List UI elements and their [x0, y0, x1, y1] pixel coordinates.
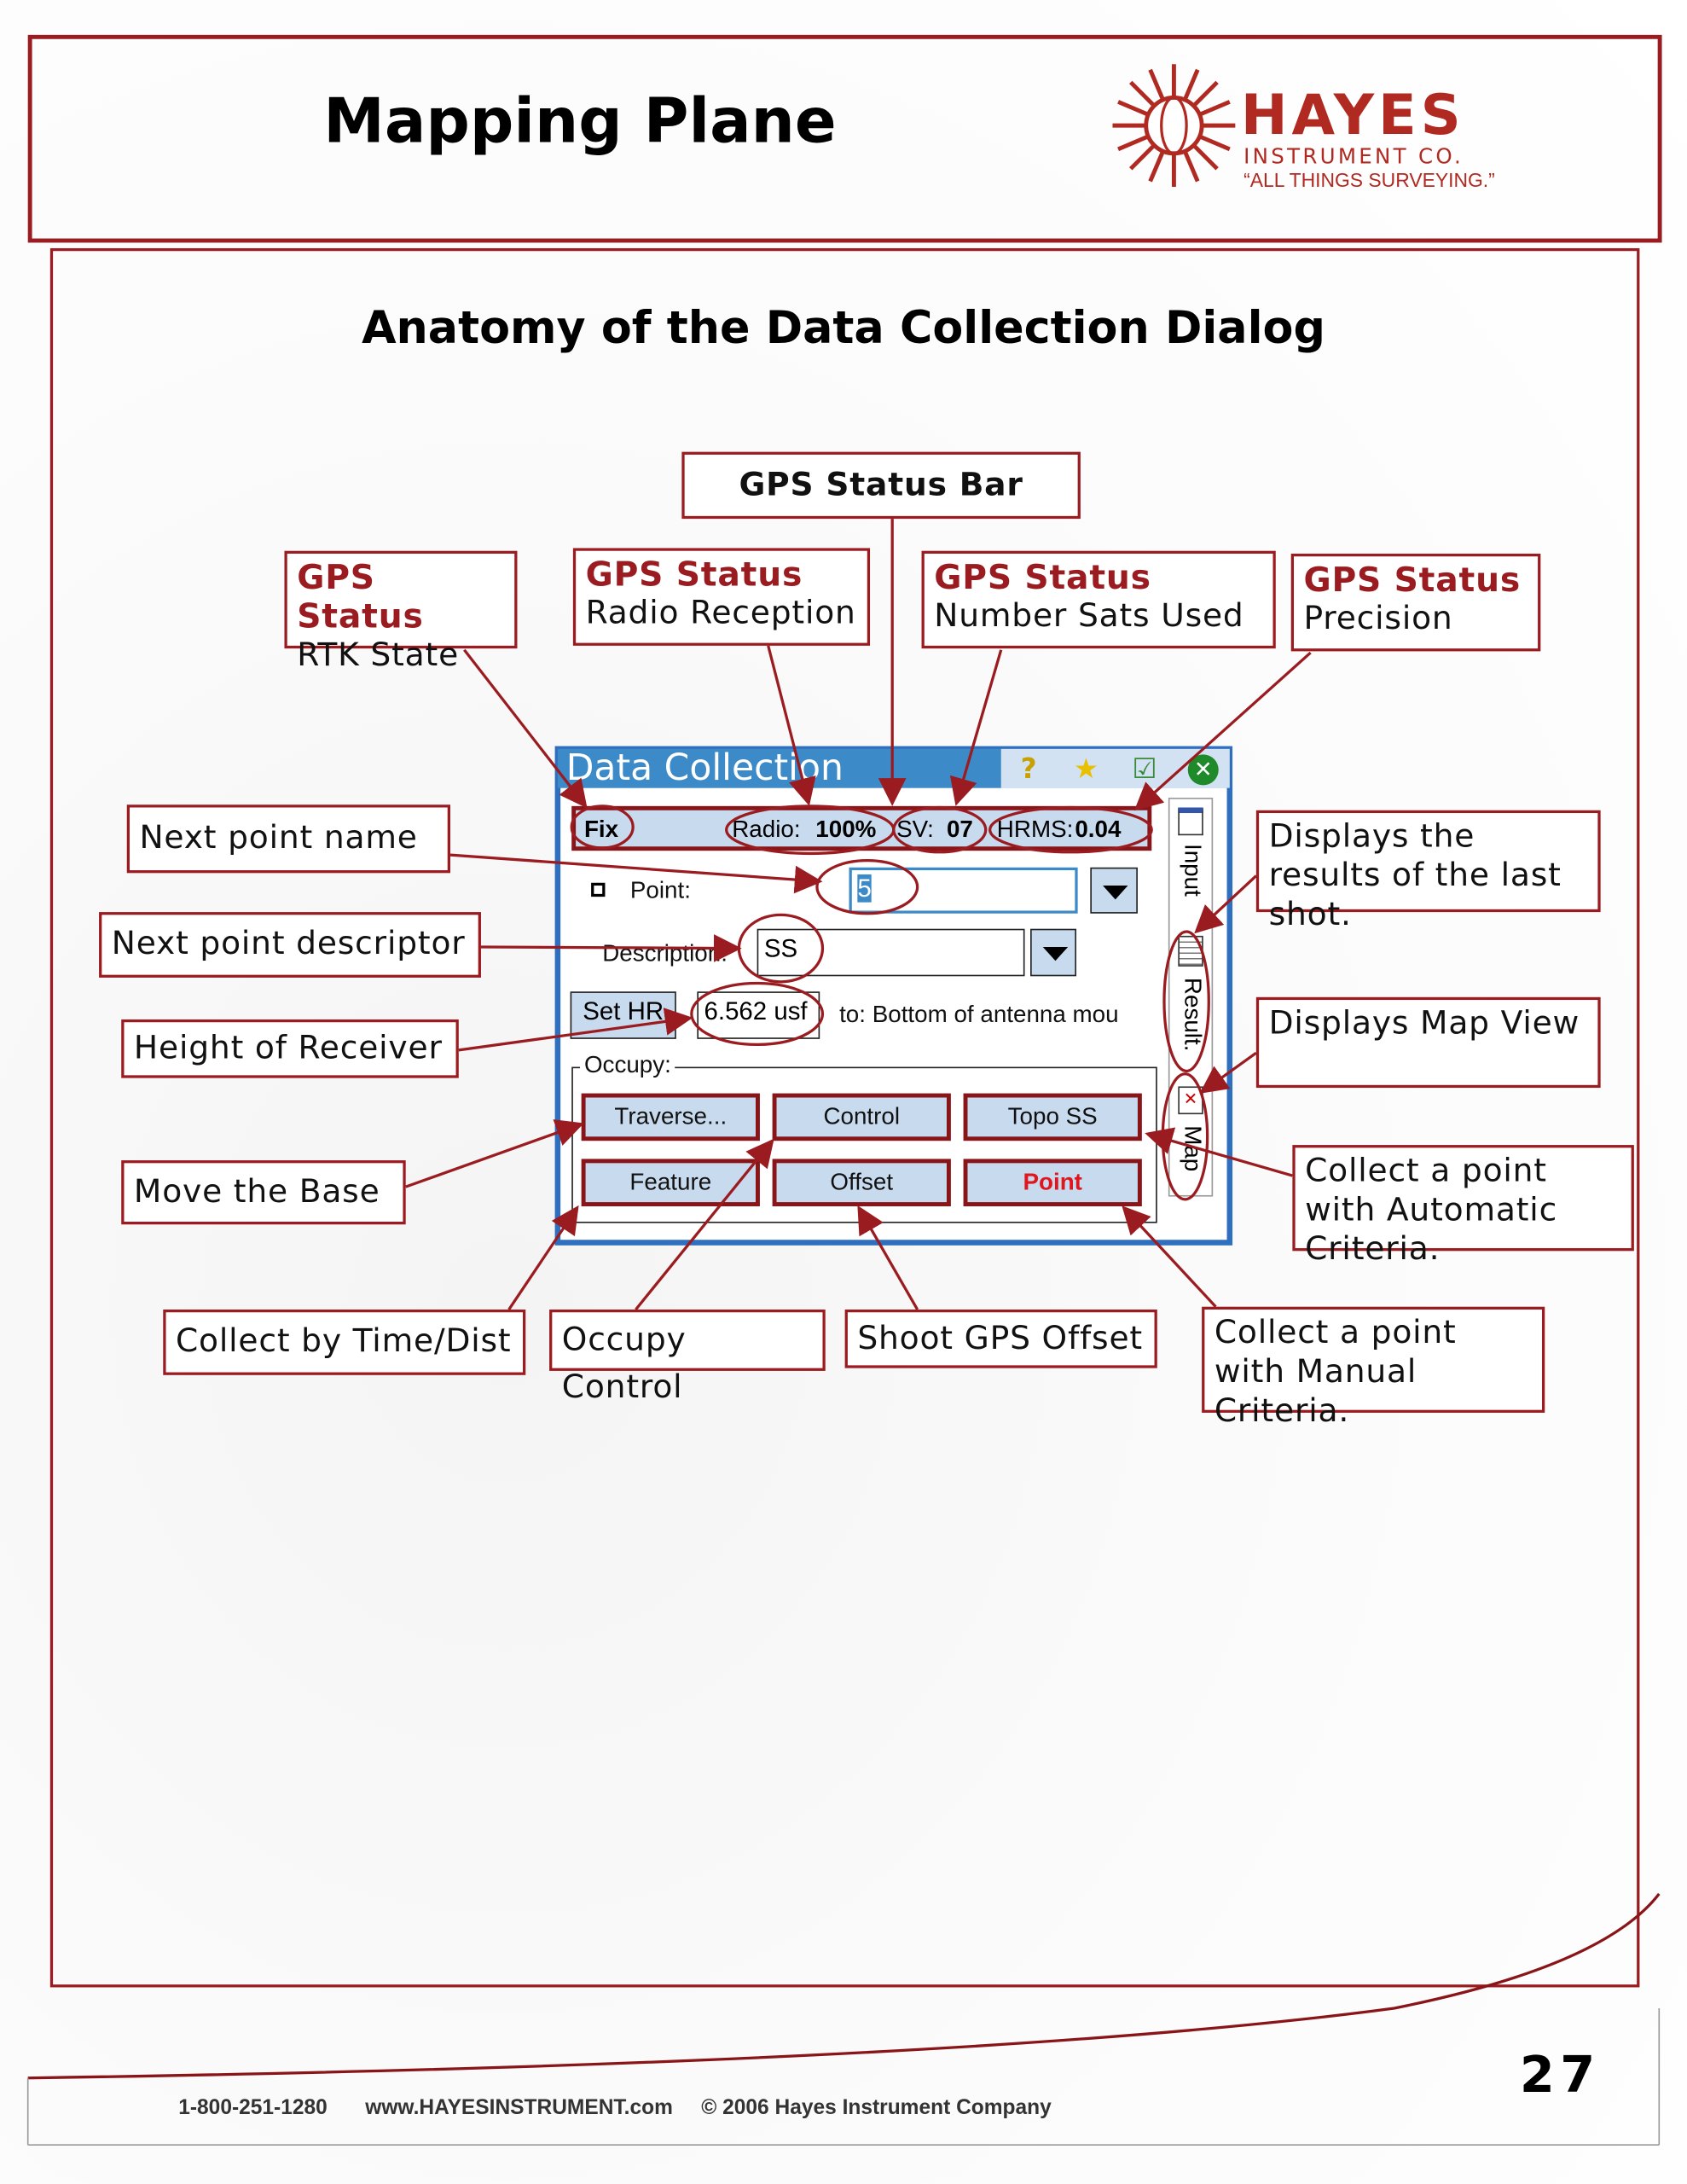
logo-tagline: “ALL THINGS SURVEYING.”	[1244, 168, 1495, 191]
point-input[interactable]: 5	[849, 867, 1078, 914]
logo-name: HAYES	[1240, 84, 1465, 148]
callout-text: RTK State	[297, 637, 460, 674]
radio-label: Radio:	[732, 816, 801, 843]
topo-ss-button[interactable]: Topo SS	[963, 1093, 1142, 1141]
fix-status: Fix	[583, 816, 619, 843]
input-tab-icon	[1178, 807, 1203, 836]
callout-text: Number Sats Used	[934, 598, 1244, 635]
callout-text: Radio Reception	[585, 595, 856, 632]
callout-text: Precision	[1303, 601, 1453, 638]
description-label: Description:	[602, 939, 728, 967]
footer-website[interactable]: www.HAYESINSTRUMENT.com	[365, 2095, 673, 2120]
callout-collect-time-dist: Collect by Time/Dist	[163, 1309, 526, 1375]
point-dropdown-button[interactable]	[1090, 867, 1138, 914]
footer-phone: 1-800-251-1280	[178, 2095, 328, 2120]
page-title: Mapping Plane	[323, 86, 837, 158]
hr-value: 6.562 usf	[697, 991, 820, 1039]
description-input[interactable]: SS	[757, 928, 1025, 977]
callout-height-of-receiver: Height of Receiver	[121, 1019, 459, 1078]
feature-button[interactable]: Feature	[581, 1159, 760, 1207]
radio-value: 100%	[815, 816, 877, 843]
content-frame	[49, 247, 1640, 1988]
callout-occupy-control: Occupy Control	[549, 1309, 826, 1406]
callout-manual-criteria: Collect a point with Manual Criteria.	[1202, 1306, 1545, 1430]
hrms-value: 0.04	[1075, 816, 1122, 843]
hrms-label: HRMS:	[996, 816, 1074, 843]
logo-sub: INSTRUMENT CO.	[1244, 143, 1464, 169]
sunburst-globe-icon	[1112, 64, 1236, 188]
callout-heading: GPS Status	[297, 557, 424, 636]
callout-shoot-gps-offset: Shoot GPS Offset	[844, 1309, 1157, 1368]
point-label: Point:	[629, 877, 691, 904]
callout-next-point-name: Next point name	[126, 804, 451, 874]
callout-automatic-criteria: Collect a point with Automatic Criteria.	[1292, 1145, 1634, 1268]
tab-result[interactable]: Result.	[1179, 977, 1207, 1052]
hayes-logo: HAYES INSTRUMENT CO. “ALL THINGS SURVEYI…	[1111, 63, 1529, 202]
callout-gps-status-bar: GPS Status Bar	[681, 451, 1081, 520]
callout-heading: GPS Status	[585, 555, 803, 595]
point-button[interactable]: Point	[963, 1159, 1142, 1207]
callout-results: Displays the results of the last shot.	[1255, 810, 1601, 933]
callout-move-the-base: Move the Base	[121, 1160, 406, 1225]
callout-map-view: Displays Map View	[1255, 996, 1601, 1089]
callout-next-point-descriptor: Next point descriptor	[99, 912, 481, 978]
set-hr-button[interactable]: Set HR	[570, 991, 676, 1039]
header-frame	[27, 34, 1662, 243]
point-bullet	[591, 882, 606, 897]
control-button[interactable]: Control	[772, 1093, 951, 1141]
help-icon[interactable]: ?	[1020, 752, 1037, 786]
section-title: Anatomy of the Data Collection Dialog	[362, 301, 1325, 355]
page-number: 27	[1519, 2047, 1601, 2105]
footer-copyright: © 2006 Hayes Instrument Company	[701, 2095, 1052, 2120]
callout-heading: GPS Status	[934, 557, 1151, 597]
offset-button[interactable]: Offset	[772, 1159, 951, 1207]
point-value: 5	[857, 874, 872, 903]
description-dropdown-button[interactable]	[1030, 928, 1076, 977]
star-icon[interactable]: ★	[1073, 752, 1099, 786]
tab-input[interactable]: Input	[1179, 843, 1207, 897]
dialog-toolbar: ? ★ ☑ ✕	[1000, 748, 1230, 788]
callout-heading: GPS Status	[1303, 561, 1522, 600]
hr-target: to: Bottom of antenna mou	[839, 1001, 1119, 1028]
sv-value: 07	[946, 816, 973, 843]
side-tabs: Input Result. ✕ Map	[1168, 798, 1214, 1197]
sv-label: SV:	[896, 816, 934, 843]
checklist-icon[interactable]: ☑	[1132, 752, 1157, 786]
traverse-button[interactable]: Traverse...	[581, 1093, 760, 1141]
occupy-label: Occupy:	[580, 1051, 675, 1080]
